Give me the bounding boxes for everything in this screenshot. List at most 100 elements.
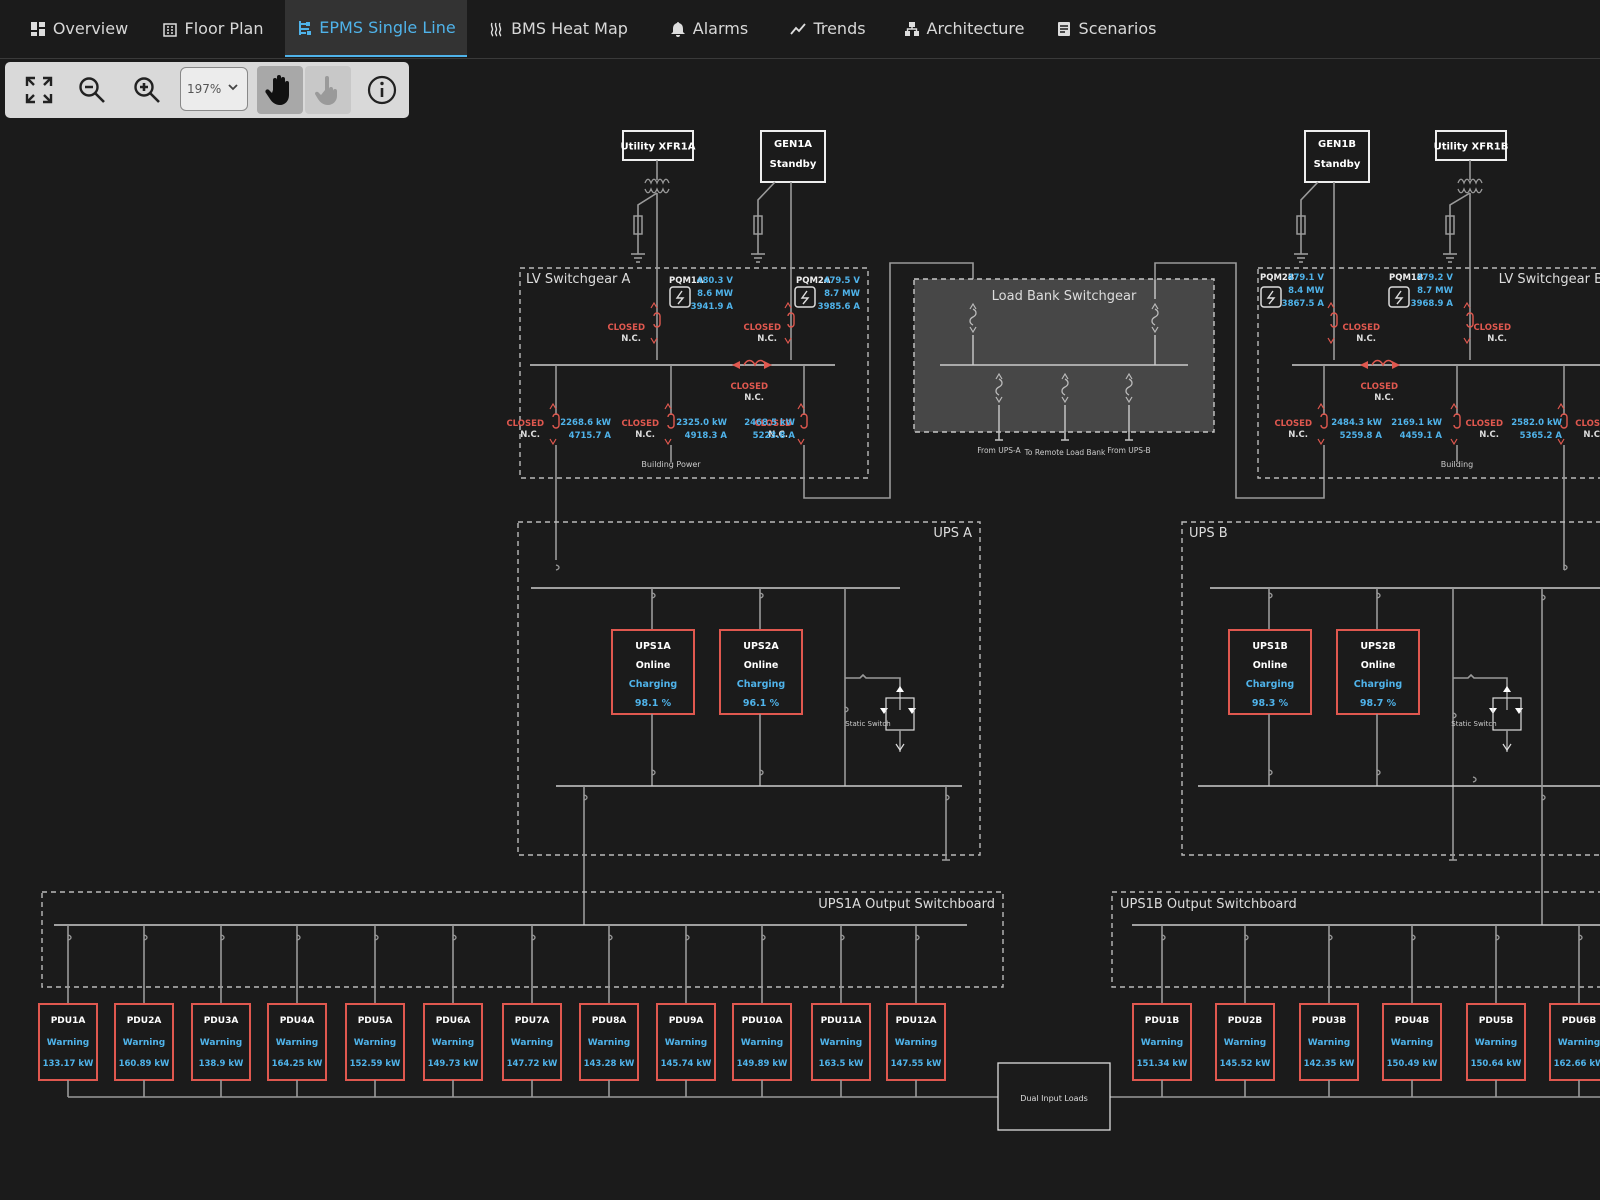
ups-a-unit-2[interactable] [719, 629, 803, 715]
breaker-main-xfr1b[interactable] [1463, 301, 1474, 345]
ups-charge: 98.3 % [1252, 698, 1289, 709]
utility-xfr1b[interactable] [1435, 130, 1507, 161]
pdu-status: Warning [276, 1038, 318, 1048]
breaker-feeder-b-1[interactable] [1317, 402, 1328, 446]
breaker-feeder-b-3[interactable] [1557, 402, 1568, 446]
breaker-main-gen1b[interactable] [1327, 301, 1338, 345]
breaker-tie-a[interactable] [743, 359, 767, 367]
ups-a-section [517, 521, 981, 856]
breaker-small [1472, 776, 1477, 783]
static-switch-chevron [1502, 743, 1512, 752]
load-bank-feeder-2[interactable] [1061, 372, 1069, 404]
feeder-b-1-amps: 5259.8 A [1340, 431, 1383, 441]
static-switch-diodes [1489, 686, 1523, 714]
pdu-load: 162.66 kW [1554, 1059, 1600, 1069]
breaker-main-xfr1a[interactable] [650, 301, 661, 345]
ups-b-unit-2[interactable] [1336, 629, 1420, 715]
tab-scenarios[interactable]: Scenarios [1047, 0, 1165, 57]
breaker-small [1376, 592, 1381, 599]
breaker-feeder-b-3-nc: N.C [1583, 430, 1600, 440]
feeder-b-2-amps: 4459.1 A [1400, 431, 1443, 441]
breaker-feeder-a-2[interactable] [664, 402, 675, 446]
breaker-chevron [1317, 438, 1325, 446]
breaker-small [220, 934, 225, 941]
pdu-name: PDU3B [1312, 1016, 1347, 1026]
feeder-a-3-amps: 5223.8 A [753, 431, 796, 441]
pqm2b-meter[interactable] [1260, 286, 1282, 308]
breaker-chevron [797, 438, 805, 446]
breaker-main-xfr1a-state: CLOSED [607, 323, 645, 333]
zoom-out-button[interactable] [70, 68, 114, 112]
tab-floor-plan[interactable]: Floor Plan [150, 0, 275, 57]
tab-overview[interactable]: Overview [20, 0, 138, 57]
breaker-feeder-a-1-nc: N.C. [520, 430, 540, 440]
breaker-chevron [1125, 372, 1133, 404]
tab-epms-single-line[interactable]: EPMS Single Line [285, 0, 467, 57]
tab-alarms[interactable]: Alarms [664, 0, 754, 57]
dual-input-loads-label: Dual Input Loads [1020, 1094, 1088, 1103]
breaker-main-gen1a[interactable] [784, 301, 795, 345]
pqm1b-meter[interactable] [1388, 286, 1410, 308]
breaker-contact [667, 413, 675, 429]
breaker-chevron [1327, 337, 1335, 345]
utility-xfr1a[interactable] [622, 130, 694, 161]
load-bank-feeder-3[interactable] [1125, 372, 1133, 404]
surge-arrester [753, 215, 763, 235]
pqm2b-name: PQM2B [1260, 273, 1294, 283]
load-bank-breaker-in-a[interactable] [969, 302, 977, 334]
zoom-select[interactable]: 197% [180, 67, 248, 111]
info-icon [367, 75, 397, 105]
zoom-in-button[interactable] [125, 68, 169, 112]
dual-input-loads[interactable] [997, 1062, 1111, 1131]
pdu-status: Warning [895, 1038, 937, 1048]
pdu-status: Warning [588, 1038, 630, 1048]
ups-a-unit-1[interactable] [611, 629, 695, 715]
pqm2b-voltage: 479.1 V [1288, 273, 1325, 283]
trend-icon [790, 22, 807, 35]
breaker-feeder-a-1[interactable] [549, 402, 560, 446]
breaker-feeder-b-2[interactable] [1450, 402, 1461, 446]
pdu-name: PDU3A [204, 1016, 239, 1026]
wire [1449, 192, 1471, 240]
pqm2b-current: 3867.5 A [1282, 299, 1325, 309]
tab-architecture[interactable]: Architecture [893, 0, 1035, 57]
pdu-name: PDU4A [280, 1016, 315, 1026]
breaker-tie-b[interactable] [1371, 359, 1395, 367]
pqm2b-power: 8.4 MW [1288, 286, 1324, 296]
breaker-feeder-a-3[interactable] [797, 402, 808, 446]
pqm2a-voltage: 479.5 V [824, 276, 861, 286]
transformer-symbol [644, 178, 670, 194]
breaker-main-gen1a-state: CLOSED [743, 323, 781, 333]
pdu-name: PDU2B [1228, 1016, 1263, 1026]
info-button[interactable] [360, 68, 404, 112]
pan-tool-button[interactable] [257, 66, 303, 114]
ups-charge: 96.1 % [743, 698, 780, 709]
breaker-feeder-b-3-state: CLOS [1575, 419, 1600, 429]
load-bank-breaker-in-b[interactable] [1151, 302, 1159, 334]
feeder-a-3-kw: 2468.5 kW [744, 418, 795, 428]
breaker-small [915, 934, 920, 941]
breaker-small [67, 934, 72, 941]
wire [1300, 181, 1319, 240]
pdu-status: Warning [1475, 1038, 1517, 1048]
pqm1a-meter-icon [675, 290, 685, 305]
breaker-feeder-b-2-nc: N.C. [1479, 430, 1499, 440]
tab-bms-heat-map[interactable]: BMS Heat Map [484, 0, 632, 57]
breaker-tie-b-nc: N.C. [1374, 393, 1394, 403]
pointer-tool-button[interactable] [305, 66, 351, 114]
gen1b[interactable] [1304, 130, 1370, 183]
pqm1a-name: PQM1A [669, 276, 704, 286]
tab-trends[interactable]: Trends [776, 0, 880, 57]
breaker-feeder-b-2-state: CLOSED [1465, 419, 1503, 429]
pqm2a-meter[interactable] [794, 286, 816, 308]
pqm1a-meter[interactable] [669, 286, 691, 308]
load-bank-feeder-1[interactable] [995, 372, 1003, 404]
breaker-chevron [664, 438, 672, 446]
surge-arrester [633, 215, 643, 235]
breaker-tie-a-state: CLOSED [730, 382, 768, 392]
gen1a[interactable] [760, 130, 826, 183]
fullscreen-button[interactable] [17, 68, 61, 112]
ups-b-unit-1[interactable] [1228, 629, 1312, 715]
breaker-feeder-b-1-state: CLOSED [1274, 419, 1312, 429]
